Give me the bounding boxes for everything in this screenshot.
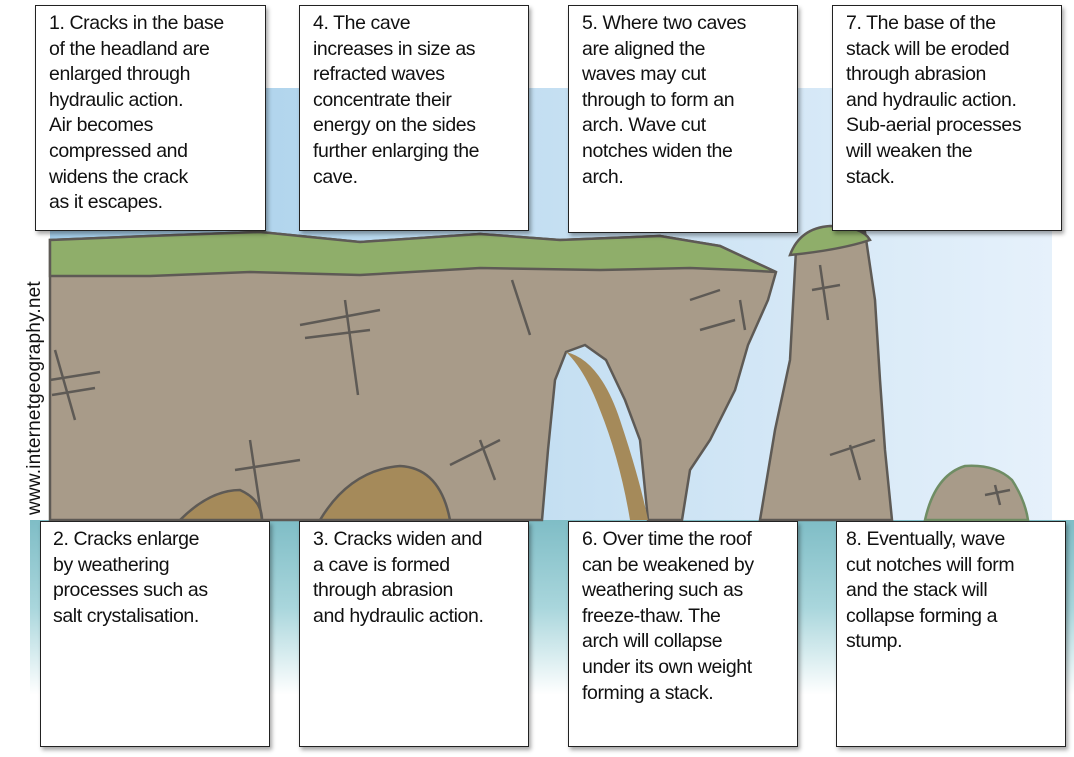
stage-text: Air becomes <box>49 114 153 137</box>
stage-5-box: 5. Where two caves are aligned the waves m… <box>568 5 798 233</box>
stage-text: under its own weight <box>582 655 752 678</box>
stage-text: weathering such as <box>582 579 743 602</box>
stage-text: as it escapes. <box>49 191 163 214</box>
stage-text: forming a stack. <box>582 681 714 704</box>
stage-text: Sub-aerial processes <box>846 114 1022 137</box>
stage-7-box: 7. The base of the stack will be eroded th… <box>832 5 1062 231</box>
stump <box>923 464 1030 522</box>
stage-text: freeze-thaw. The <box>582 604 721 627</box>
stage-text: can be weakened by <box>582 553 754 576</box>
stage-text: enlarged through <box>49 63 191 86</box>
stage-text: 7. The base of the <box>846 12 996 34</box>
stage-8-box: 8. Eventually, wave cut notches will form… <box>836 521 1066 747</box>
stage-text: 8. Eventually, wave <box>846 528 1005 550</box>
stage-text: 3. Cracks widen and <box>313 528 483 550</box>
stage-text: notches widen the <box>582 139 733 162</box>
headland <box>48 230 778 522</box>
stage-text: collapse forming a <box>846 604 998 627</box>
stage-text: cut notches will form <box>846 553 1015 576</box>
stage-text: and the stack will <box>846 579 988 602</box>
stage-text: further enlarging the <box>313 139 480 162</box>
stage-6-box: 6. Over time the roof can be weakened by w… <box>568 521 798 747</box>
stage-text: are aligned the <box>582 37 706 60</box>
stage-text: energy on the sides <box>313 114 476 137</box>
stage-text: salt crystalisation. <box>53 604 199 627</box>
stage-text: a cave is formed <box>313 553 450 576</box>
stage-text: through abrasion <box>313 579 453 602</box>
stage-2-box: 2. Cracks enlarge by weathering processes … <box>40 521 270 747</box>
stage-text: processes such as <box>53 579 208 602</box>
stage-text: through to form an <box>582 88 735 111</box>
stage-text: stack will be eroded <box>846 37 1010 60</box>
stage-text: compressed and <box>49 139 188 162</box>
stage-text: stump. <box>846 630 903 653</box>
cracks <box>49 264 1011 521</box>
stage-text: widens the crack <box>49 165 188 188</box>
stage-text: through abrasion <box>846 63 986 86</box>
stage-text: 4. The cave <box>313 12 411 34</box>
stack <box>758 224 894 522</box>
stage-text: of the headland are <box>49 37 210 60</box>
stage-text: refracted waves <box>313 63 445 86</box>
stage-text: cave. <box>313 165 358 188</box>
stage-text: and hydraulic action. <box>846 88 1017 111</box>
stage-text: 5. Where two caves <box>582 12 747 34</box>
stage-text: will weaken the <box>846 139 973 162</box>
stage-text: by weathering <box>53 553 170 576</box>
stage-3-box: 3. Cracks widen and a cave is formed throu… <box>299 521 529 747</box>
stage-text: and hydraulic action. <box>313 604 484 627</box>
stage-text: increases in size as <box>313 37 476 60</box>
stage-text: concentrate their <box>313 88 452 111</box>
stage-text: waves may cut <box>582 63 706 86</box>
stage-text: 1. Cracks in the base <box>49 12 224 34</box>
stage-text: hydraulic action. <box>49 88 184 111</box>
stage-1-box: 1. Cracks in the base of the headland are… <box>35 5 266 231</box>
stage-text: arch will collapse <box>582 630 723 653</box>
stage-text: stack. <box>846 165 895 188</box>
stage-text: arch. <box>582 165 624 188</box>
stage-text: 2. Cracks enlarge <box>53 528 200 550</box>
stage-text: arch. Wave cut <box>582 114 706 137</box>
stage-4-box: 4. The cave increases in size as refracted… <box>299 5 529 231</box>
watermark: www.internetgeography.net <box>24 281 45 515</box>
stage-text: 6. Over time the roof <box>582 528 752 550</box>
